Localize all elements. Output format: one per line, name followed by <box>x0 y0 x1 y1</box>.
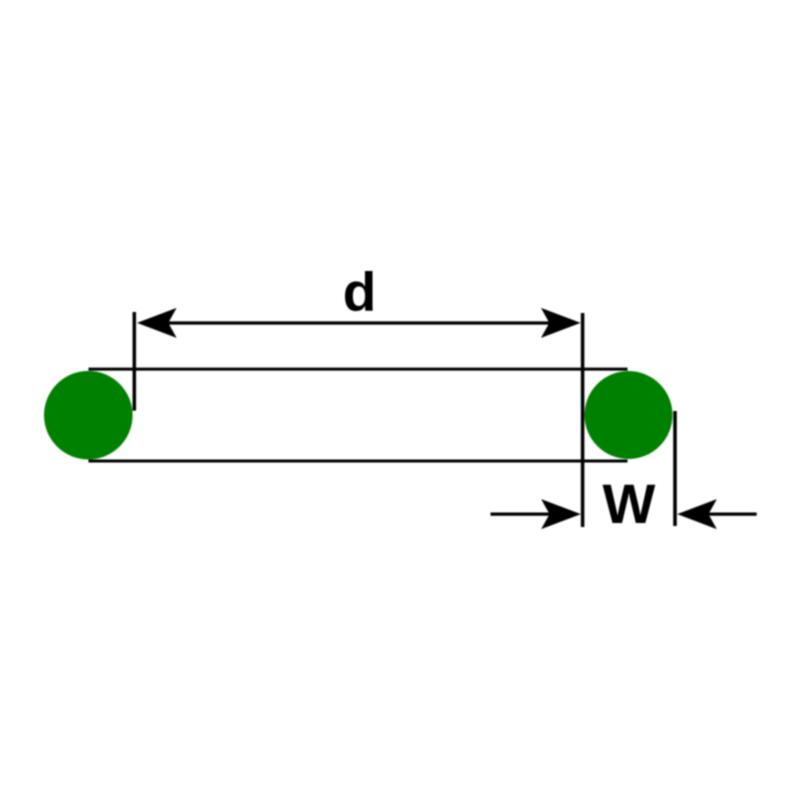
svg-text:W: W <box>602 472 655 535</box>
svg-text:d: d <box>343 261 377 323</box>
